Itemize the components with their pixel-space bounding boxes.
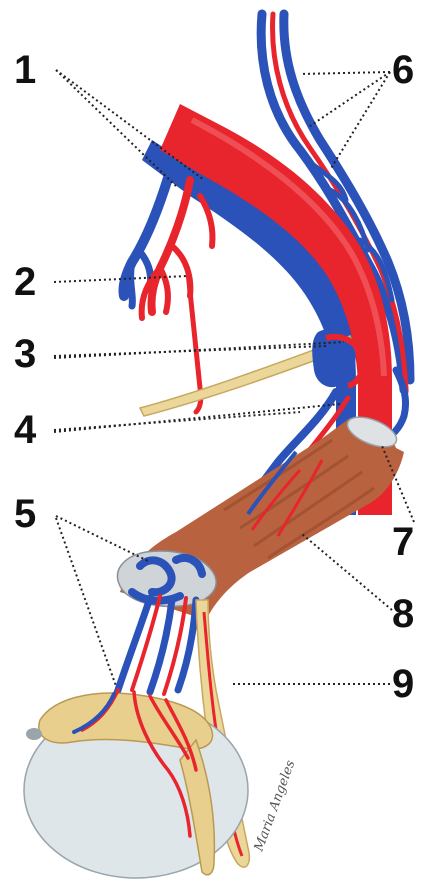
label-3: 3 bbox=[14, 334, 36, 374]
leader-5b bbox=[56, 518, 116, 686]
label-4: 4 bbox=[14, 410, 36, 450]
branch-vessels bbox=[123, 178, 212, 412]
label-1: 1 bbox=[14, 50, 36, 90]
label-7: 7 bbox=[392, 522, 414, 562]
leader-1a bbox=[56, 70, 176, 186]
leader-6b bbox=[310, 72, 390, 126]
leader-8 bbox=[302, 534, 392, 610]
label-8: 8 bbox=[392, 594, 414, 634]
label-9: 9 bbox=[392, 664, 414, 704]
leader-6a bbox=[300, 72, 390, 74]
leader-4a bbox=[54, 412, 300, 430]
label-2: 2 bbox=[14, 262, 36, 302]
artist-signature: Maria Angeles bbox=[251, 758, 298, 854]
leader-6c bbox=[330, 72, 390, 170]
appendix-nub bbox=[26, 728, 42, 740]
label-6: 6 bbox=[392, 50, 414, 90]
label-5: 5 bbox=[14, 494, 36, 534]
